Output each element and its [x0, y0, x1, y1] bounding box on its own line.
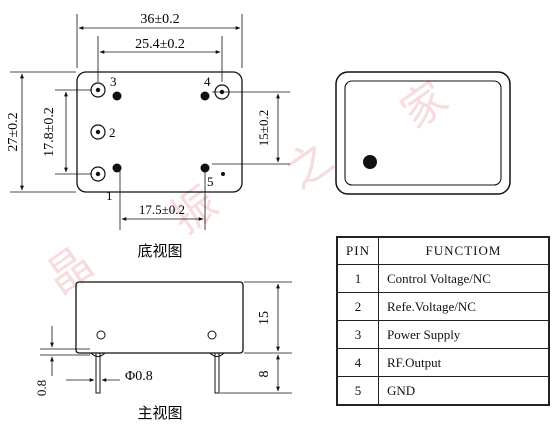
pin-1	[90, 163, 122, 182]
dim-15-label: 15±0.2	[256, 110, 271, 146]
pin-2	[90, 124, 106, 140]
pin-function: RF.Output	[378, 348, 550, 377]
pin-function: Refe.Voltage/NC	[378, 292, 550, 321]
top-view	[335, 71, 511, 195]
top-view-inner	[344, 80, 502, 186]
bottom-view-body	[76, 71, 243, 193]
pin-label-3: 3	[110, 74, 117, 89]
pin-number: 2	[336, 292, 379, 321]
pin1-marker-dot	[363, 155, 377, 169]
lead-left	[95, 352, 101, 394]
dim-body-height-label: 15	[257, 311, 272, 325]
front-view	[40, 281, 292, 394]
dim-standoff-label: 0.8	[34, 380, 49, 396]
header-pin: PIN	[336, 236, 379, 265]
table-row: 3 Power Supply	[336, 320, 550, 349]
bottom-view	[10, 14, 290, 230]
pin-5	[200, 163, 225, 176]
lead-right	[214, 352, 220, 394]
dim-17-5-label: 17.5±0.2	[139, 202, 185, 217]
dim-17-8-label: 17.8±0.2	[42, 107, 57, 157]
pin-function-table: PIN FUNCTIOM 1 Control Voltage/NC 2 Refe…	[336, 236, 550, 406]
pin-label-2: 2	[109, 125, 116, 140]
front-view-caption: 主视图	[137, 404, 182, 422]
front-view-body	[75, 281, 244, 354]
table-row: 1 Control Voltage/NC	[336, 264, 550, 293]
dim-27-label: 27±0.2	[6, 112, 21, 151]
pin-number: 3	[336, 320, 379, 349]
pin-4	[200, 84, 230, 101]
pin-function: Control Voltage/NC	[378, 264, 550, 293]
pin-3	[90, 82, 122, 101]
pin-label-1: 1	[106, 188, 113, 203]
bottom-view-caption: 底视图	[137, 242, 182, 260]
pin-number: 5	[336, 376, 379, 406]
table-header-row: PIN FUNCTIOM	[336, 236, 550, 265]
dim-lead-diameter-label: Φ0.8	[125, 369, 153, 384]
table-row: 5 GND	[336, 376, 550, 406]
pin-number: 4	[336, 348, 379, 377]
top-view-outer	[335, 71, 511, 195]
pin-function: Power Supply	[378, 320, 550, 349]
header-function: FUNCTIOM	[378, 236, 550, 265]
bottom-view-pins	[90, 82, 230, 182]
dim-25-4-label: 25.4±0.2	[135, 37, 185, 52]
pin-number: 1	[336, 264, 379, 293]
pin-label-4: 4	[204, 74, 211, 89]
table-row: 2 Refe.Voltage/NC	[336, 292, 550, 321]
dim-36-label: 36±0.2	[140, 12, 179, 27]
pin-function: GND	[378, 376, 550, 406]
pin-label-5: 5	[207, 174, 214, 189]
table-row: 4 RF.Output	[336, 348, 550, 377]
dim-lead-length-label: 8	[257, 371, 272, 378]
